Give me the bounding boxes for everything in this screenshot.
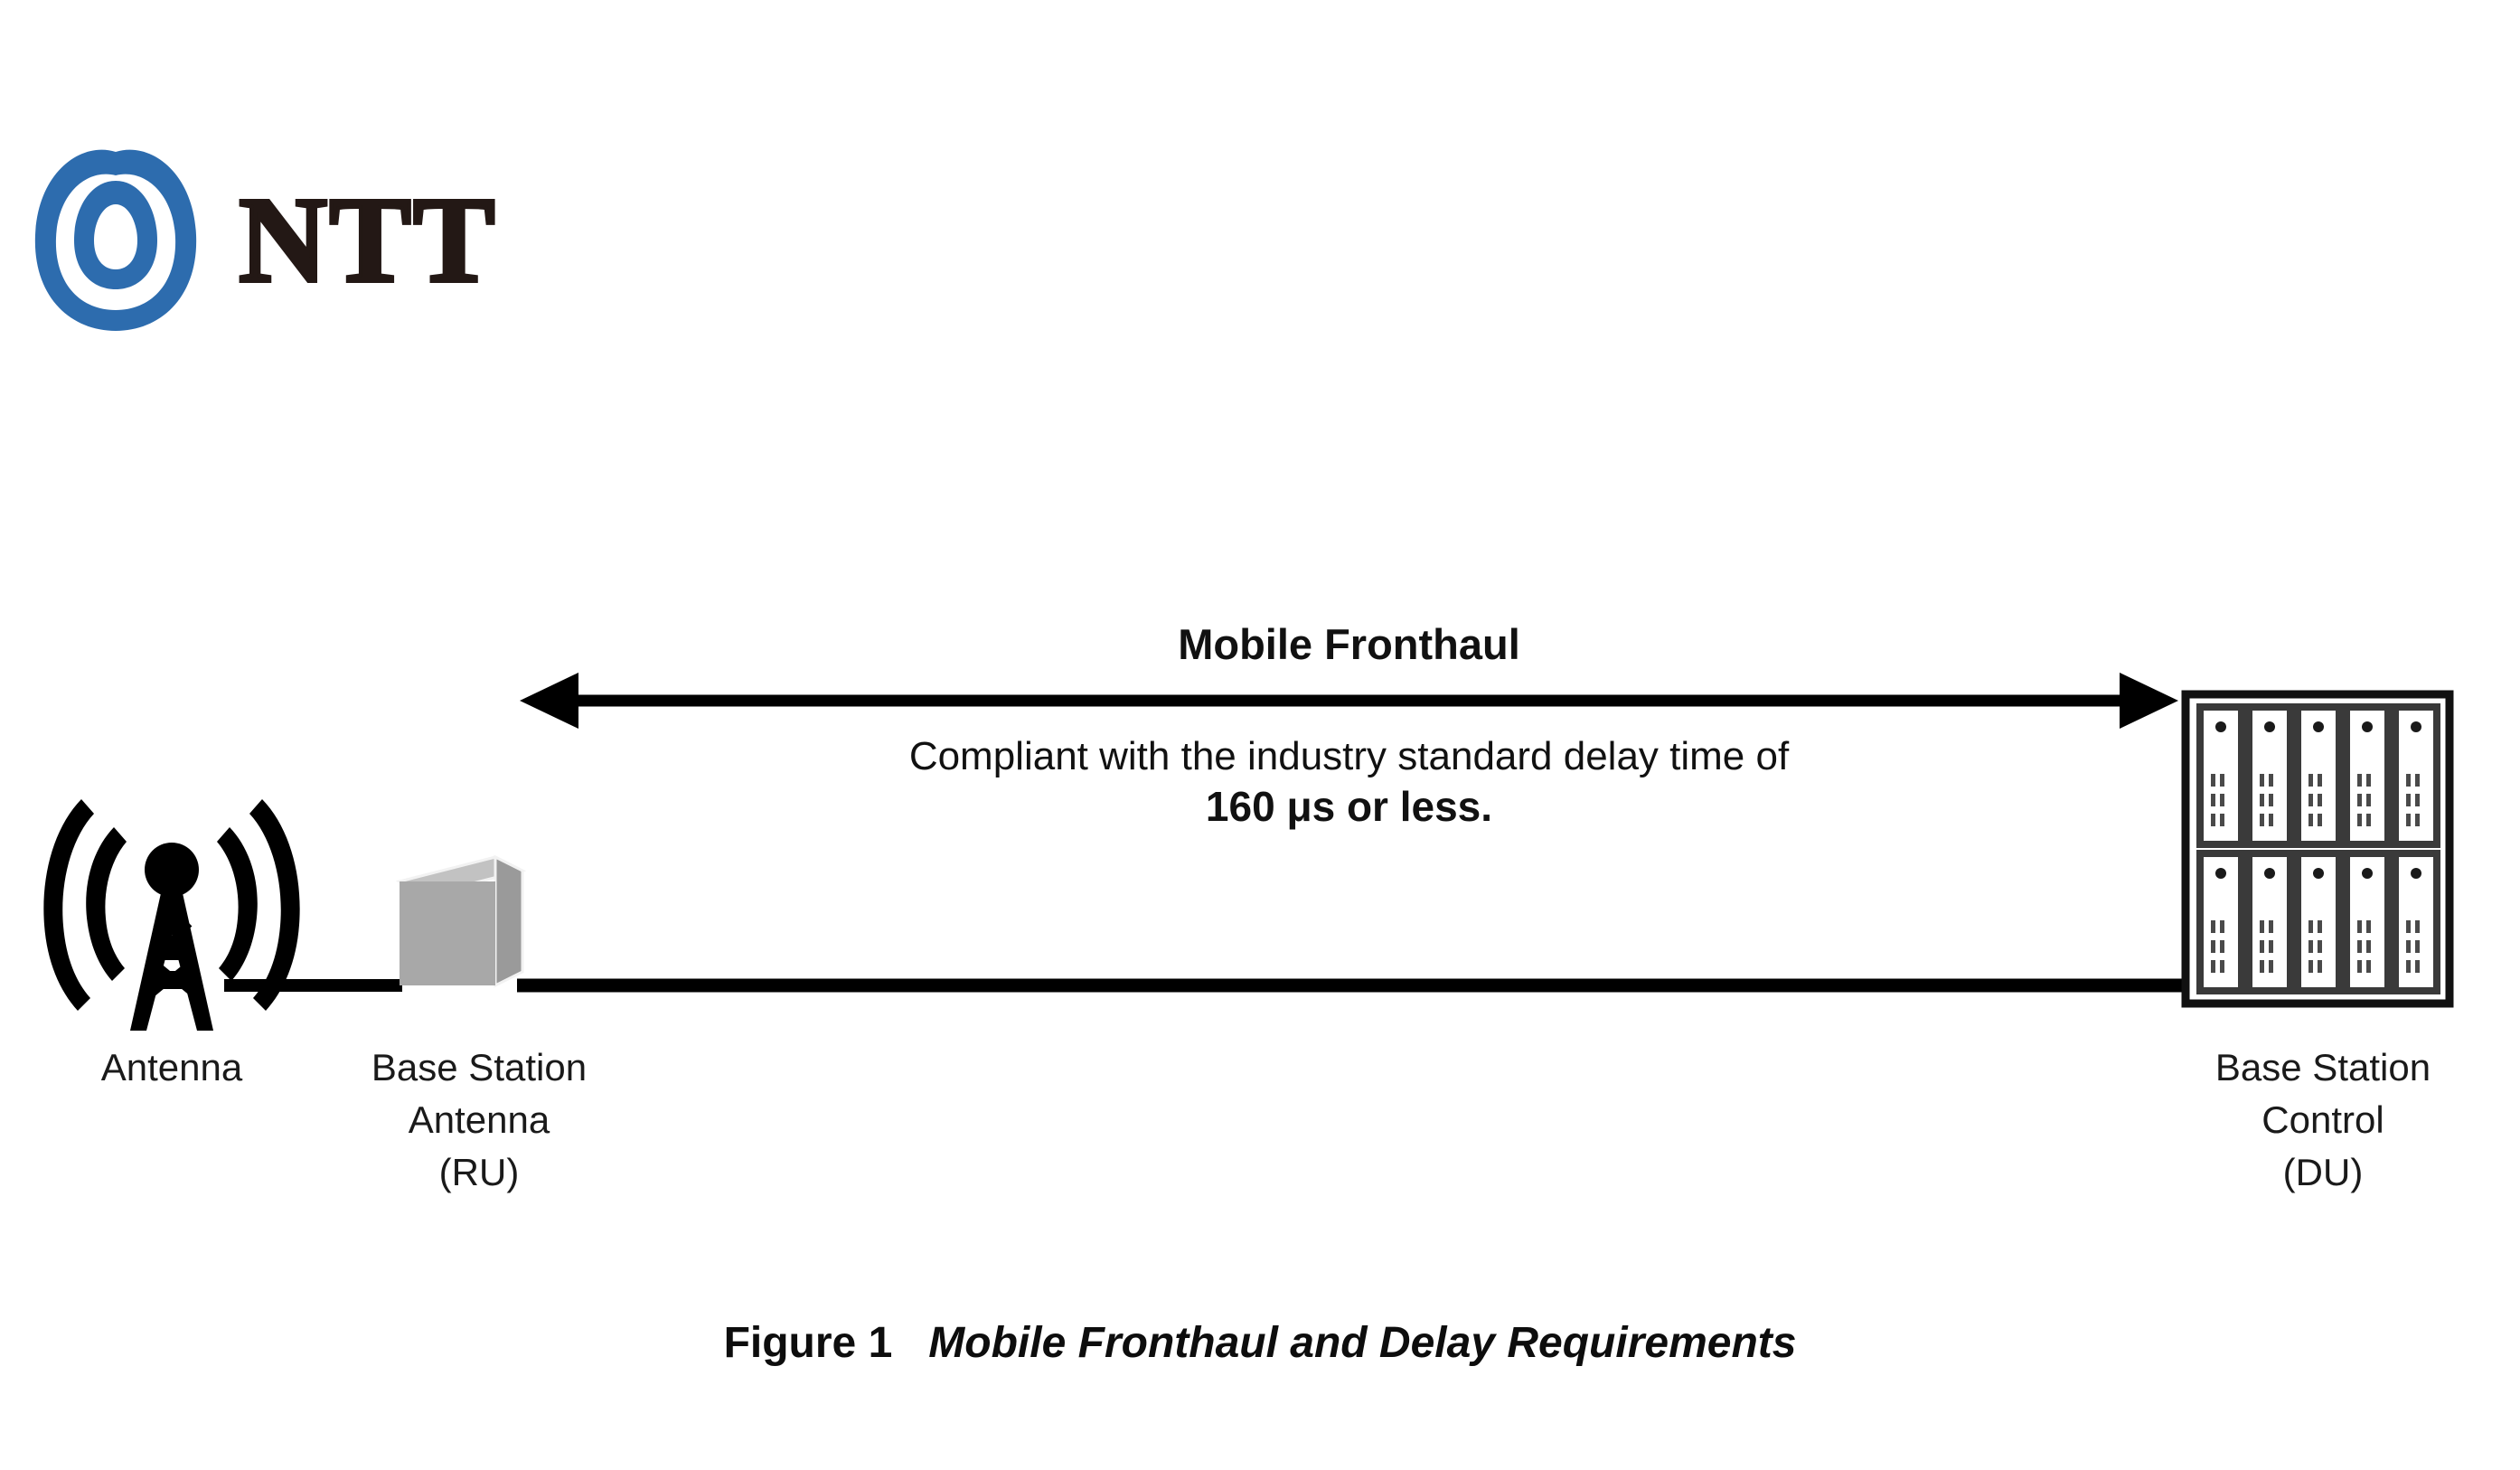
ntt-logo: NTT	[27, 145, 497, 336]
logo-inner-loop	[74, 181, 157, 289]
rack-row	[2196, 850, 2440, 994]
du-caption: Base Station Control (DU)	[2133, 1041, 2513, 1199]
du-caption-line-1: Base Station	[2214, 1046, 2431, 1088]
mobile-fronthaul-arrow	[520, 673, 2178, 729]
rack-blade	[2245, 703, 2294, 848]
ru-caption-line-2: Antenna	[408, 1098, 550, 1141]
figure-number: Figure 1	[723, 1319, 893, 1367]
antenna-caption: Antenna	[18, 1041, 325, 1094]
delay-text-line1: Compliant with the industry standard del…	[908, 734, 1790, 778]
ntt-logo-mark	[34, 149, 197, 331]
figure-title: Mobile Fronthaul and Delay Requirements	[928, 1319, 1797, 1367]
delay-text-line2: 160 μs or less.	[1205, 782, 1493, 830]
server-rack-icon	[2181, 690, 2454, 1008]
rack-blade	[2343, 850, 2392, 994]
mobile-fronthaul-label: Mobile Fronthaul	[1178, 620, 1520, 668]
diagram-canvas	[43, 673, 2454, 1031]
du-caption-line-3: (DU)	[2282, 1150, 2364, 1193]
rack-blade	[2294, 703, 2343, 848]
rack-blade	[2196, 703, 2245, 848]
ru-caption-line-3: (RU)	[438, 1150, 520, 1193]
fronthaul-diagram: Mobile Fronthaul Compliant with the indu…	[18, 620, 2513, 1199]
ru-cabinet-icon	[395, 854, 527, 988]
antenna-caption-line-1: Antenna	[100, 1046, 243, 1088]
rack-row	[2196, 703, 2440, 848]
ntt-wordmark: NTT	[237, 173, 497, 308]
rack-blade	[2392, 850, 2440, 994]
rack-blade	[2294, 850, 2343, 994]
rack-blade	[2245, 850, 2294, 994]
rack-blade	[2392, 703, 2440, 848]
ru-caption: Base Station Antenna (RU)	[294, 1041, 664, 1199]
rack-blade	[2343, 703, 2392, 848]
radio-tower-icon	[43, 799, 300, 1031]
figure-caption: Figure 1 Mobile Fronthaul and Delay Requ…	[0, 1318, 2520, 1368]
delay-requirement-text: Compliant with the industry standard del…	[520, 732, 2178, 832]
du-caption-line-2: Control	[2261, 1098, 2384, 1141]
arrow-head-left	[520, 673, 578, 729]
ru-caption-line-1: Base Station	[371, 1046, 588, 1088]
rack-blade	[2196, 850, 2245, 994]
arrow-head-right	[2120, 673, 2178, 729]
